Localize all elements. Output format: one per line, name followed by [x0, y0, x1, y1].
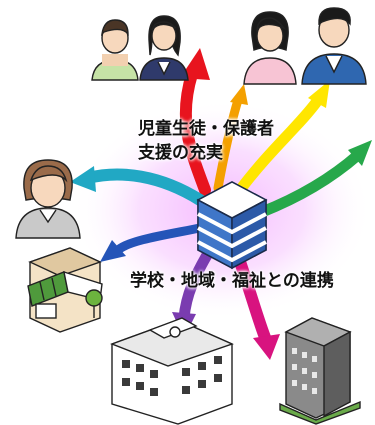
parent-woman-icon: [243, 11, 297, 85]
arrow-orange: [213, 95, 243, 193]
elder-woman-icon: [15, 159, 81, 239]
student-girl-icon: [139, 15, 189, 81]
office-building-icon: [279, 317, 361, 425]
arrow-green: [256, 149, 364, 218]
database-hub-icon: [196, 181, 268, 270]
student-boy-icon: [91, 19, 139, 81]
arrow-orange-head: [230, 84, 248, 105]
arrow-red: [179, 68, 211, 196]
arrow-red-head: [180, 48, 210, 80]
arrow-blue: [113, 223, 205, 255]
shop-icon: [27, 247, 103, 333]
arrow-purple: [178, 244, 216, 324]
support-label-line1: 児童生徒・保護者: [138, 119, 274, 139]
parent-man-icon: [301, 7, 367, 85]
collaboration-label: 学校・地域・福祉との連携: [130, 271, 334, 291]
arrow-yellow: [234, 94, 324, 196]
arrow-green-head: [348, 140, 372, 166]
arrow-yellow-head: [308, 80, 330, 108]
arrow-blue-head: [100, 240, 126, 262]
arrow-magenta-head: [253, 334, 280, 360]
support-label-line2: 支援の充実: [138, 143, 223, 163]
arrow-teal-head: [70, 166, 96, 192]
arrow-teal: [82, 168, 206, 206]
school-building-icon: [110, 317, 234, 425]
